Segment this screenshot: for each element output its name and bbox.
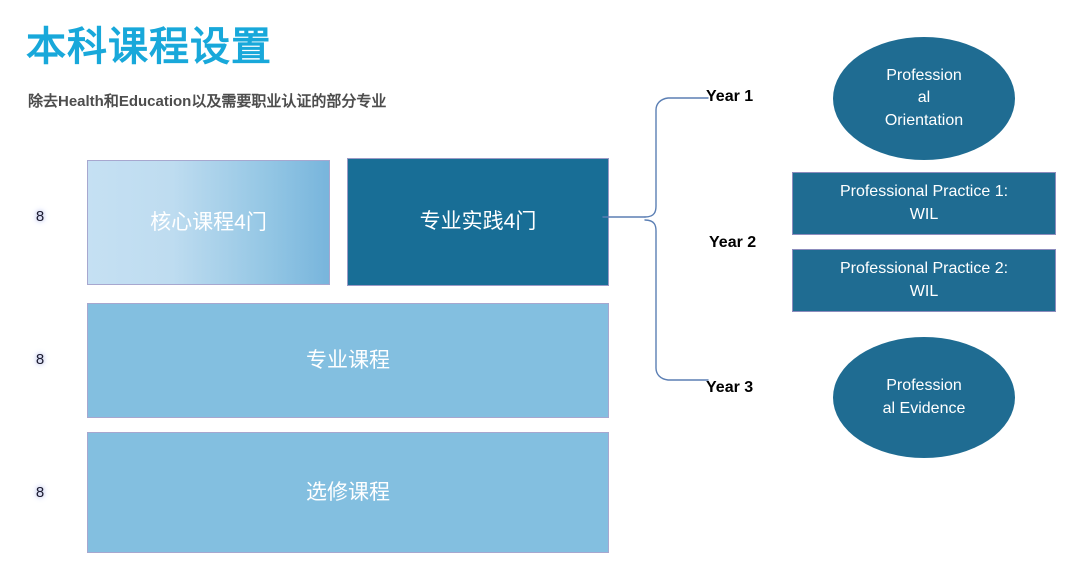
course-box-major[interactable]: 专业课程 bbox=[87, 303, 609, 418]
outcome-box-professional-practice-1[interactable]: Professional Practice 1: WIL bbox=[792, 172, 1056, 235]
outcome-box-professional-practice-2[interactable]: Professional Practice 2: WIL bbox=[792, 249, 1056, 312]
course-box-core[interactable]: 核心课程4门 bbox=[87, 160, 330, 285]
curly-brace-connector-icon bbox=[602, 97, 709, 381]
credit-marker-row-1: 8 bbox=[35, 208, 45, 225]
outcome-ellipse-professional-orientation[interactable]: Profession al Orientation bbox=[833, 37, 1015, 160]
year-label-3: Year 3 bbox=[706, 379, 754, 396]
outcome-ellipse-professional-evidence[interactable]: Profession al Evidence bbox=[833, 337, 1015, 458]
year-label-2: Year 2 bbox=[709, 234, 757, 251]
course-box-professional-practice[interactable]: 专业实践4门 bbox=[347, 158, 609, 286]
page-title: 本科课程设置 bbox=[26, 25, 272, 69]
course-box-elective[interactable]: 选修课程 bbox=[87, 432, 609, 553]
credit-marker-row-2: 8 bbox=[35, 351, 45, 368]
year-label-1: Year 1 bbox=[706, 88, 754, 105]
page-subtitle: 除去Health和Education以及需要职业认证的部分专业 bbox=[28, 93, 387, 110]
credit-marker-row-3: 8 bbox=[35, 484, 45, 501]
